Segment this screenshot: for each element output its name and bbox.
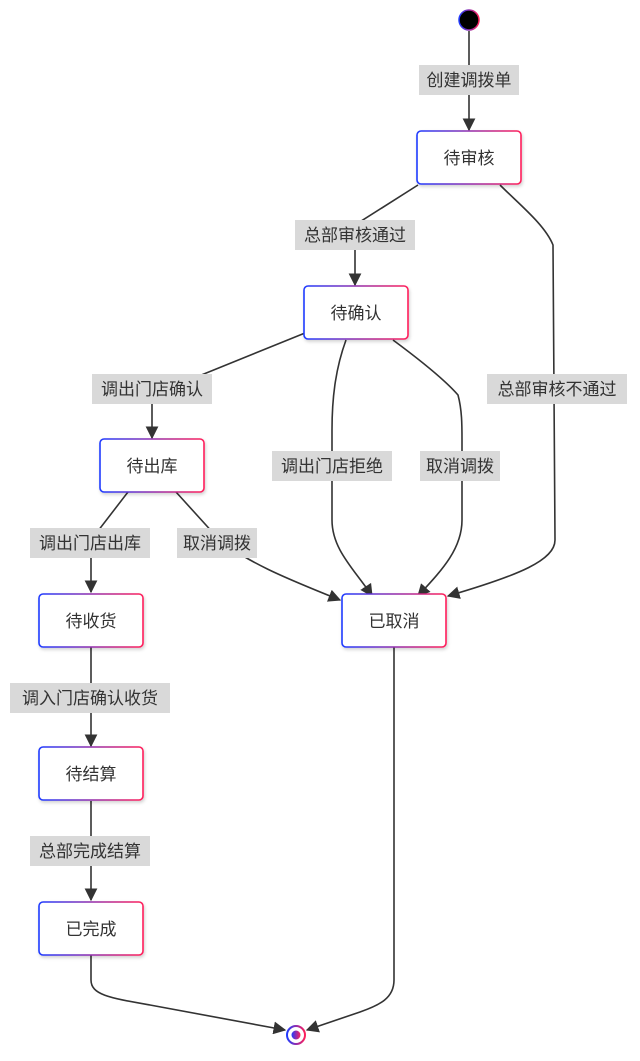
- label-out-store-confirm: 调出门店确认: [92, 374, 212, 404]
- end-node: [286, 1025, 306, 1045]
- label-create-order: 创建调拨单: [419, 65, 519, 95]
- state-pending-outbound: 待出库: [99, 438, 205, 493]
- state-pending-receipt-label: 待收货: [66, 612, 117, 632]
- label-cancel-from-outbound: 取消调拨: [177, 528, 257, 558]
- label-cancel-from-confirm: 取消调拨: [420, 451, 500, 481]
- state-pending-confirm-label: 待确认: [331, 304, 382, 324]
- edge-labels: 创建调拨单 总部审核通过 总部审核不通过 调出门店确认 调出门店拒绝 取消调拨 …: [10, 65, 627, 866]
- label-hq-complete-settlement-text: 总部完成结算: [39, 842, 141, 862]
- label-out-store-reject-text: 调出门店拒绝: [281, 457, 383, 477]
- label-in-store-confirm-receipt: 调入门店确认收货: [10, 683, 170, 713]
- start-node: [458, 9, 480, 31]
- state-cancelled-label: 已取消: [369, 612, 420, 632]
- label-hq-review-fail-text: 总部审核不通过: [498, 380, 617, 400]
- state-pending-settlement-label: 待结算: [66, 765, 117, 785]
- label-hq-review-pass-text: 总部审核通过: [304, 226, 406, 246]
- state-completed-label: 已完成: [66, 920, 117, 940]
- label-cancel-from-confirm-text: 取消调拨: [426, 457, 494, 477]
- label-out-store-outbound-text: 调出门店出库: [39, 534, 141, 554]
- label-hq-review-pass: 总部审核通过: [295, 220, 415, 250]
- label-cancel-from-outbound-text: 取消调拨: [183, 534, 251, 554]
- edge-pending-review-to-cancelled: [446, 184, 556, 599]
- label-out-store-confirm-text: 调出门店确认: [101, 380, 203, 400]
- label-in-store-confirm-receipt-text: 调入门店确认收货: [22, 689, 158, 709]
- state-pending-outbound-label: 待出库: [127, 457, 178, 477]
- state-pending-receipt: 待收货: [38, 593, 144, 648]
- state-pending-confirm: 待确认: [303, 285, 409, 340]
- label-out-store-outbound: 调出门店出库: [30, 528, 150, 558]
- label-hq-complete-settlement: 总部完成结算: [30, 836, 150, 866]
- edge-pending-confirm-to-cancelled-cancel: [392, 339, 463, 597]
- label-create-order-text: 创建调拨单: [427, 71, 512, 91]
- label-out-store-reject: 调出门店拒绝: [272, 451, 392, 481]
- state-pending-review-label: 待审核: [444, 149, 495, 169]
- state-pending-settlement: 待结算: [38, 746, 144, 801]
- state-completed: 已完成: [38, 901, 144, 956]
- edge-completed-to-end: [90, 955, 287, 1035]
- state-cancelled: 已取消: [341, 593, 447, 648]
- nodes: 待审核 待确认 待出库 已取消 待收货 待结算 已完成: [38, 9, 522, 1045]
- label-hq-review-fail: 总部审核不通过: [487, 374, 627, 404]
- edge-cancelled-to-end: [305, 647, 395, 1033]
- state-pending-review: 待审核: [416, 130, 522, 185]
